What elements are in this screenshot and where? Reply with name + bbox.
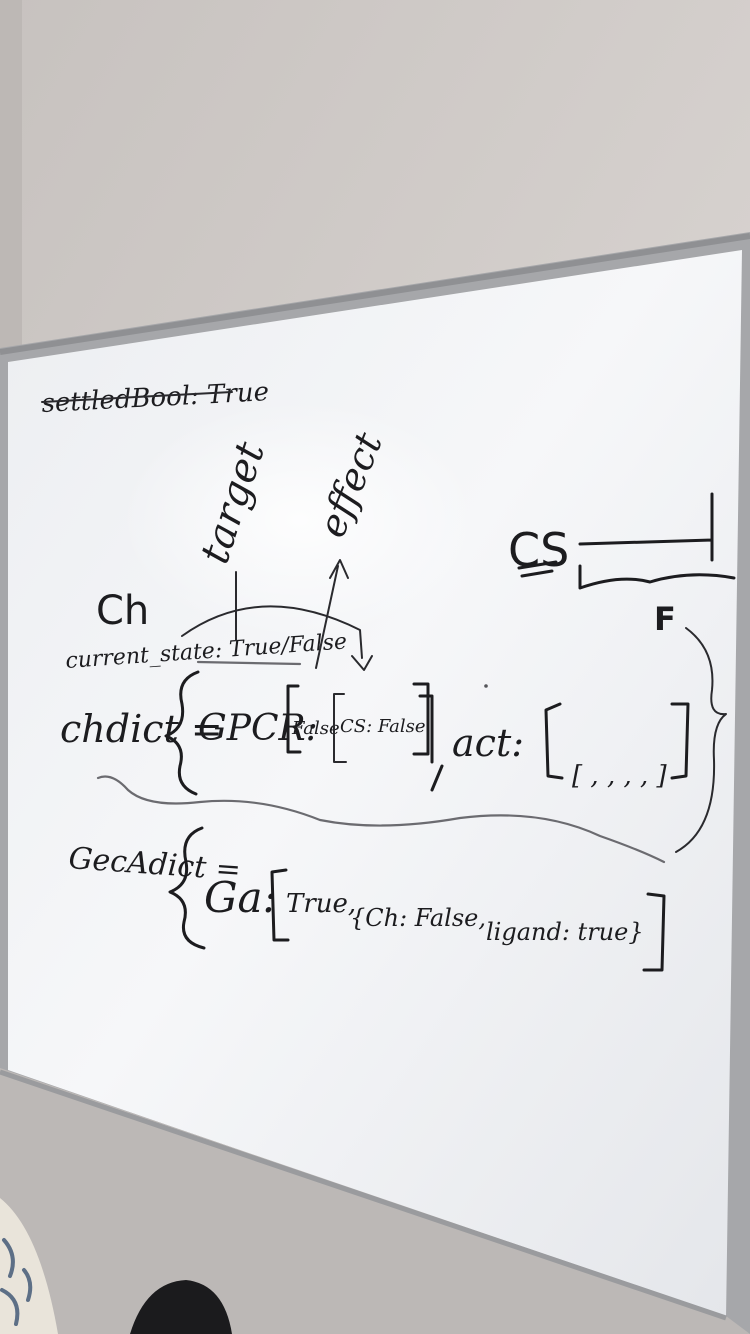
board-glare bbox=[120, 400, 480, 640]
board-top-rail bbox=[0, 233, 750, 355]
gpcr-inner-bracket bbox=[333, 693, 347, 763]
f-brace bbox=[675, 627, 727, 853]
label-f: F bbox=[654, 600, 676, 638]
separator-scribble bbox=[96, 775, 666, 864]
ga-ch: {Ch: False, bbox=[350, 904, 486, 932]
label-cs: CS bbox=[508, 523, 569, 577]
chair-back bbox=[130, 1280, 232, 1334]
act-bracket-close bbox=[670, 702, 690, 780]
ga-bracket-open bbox=[270, 868, 290, 942]
cs-diagram: CS bbox=[508, 492, 736, 590]
ga-ligand: ligand: true} bbox=[486, 918, 644, 946]
board-bottom-rail bbox=[0, 1069, 727, 1321]
chdict-name: chdict = bbox=[60, 707, 223, 751]
current-state-underline bbox=[196, 660, 302, 666]
chdict-brace bbox=[164, 670, 200, 796]
gecadict-brace bbox=[168, 826, 206, 950]
curved-arrow bbox=[181, 605, 373, 671]
ga-key: Ga: bbox=[204, 873, 277, 922]
gpcr-false: False bbox=[291, 718, 340, 739]
gpcr-key: GPCR: bbox=[198, 708, 318, 749]
shirt-pattern bbox=[0, 1238, 33, 1326]
gpcr-bracket-open bbox=[286, 684, 302, 754]
board-dot bbox=[484, 684, 488, 688]
label-ch: Ch bbox=[96, 588, 149, 634]
gpcr-comma bbox=[430, 764, 444, 792]
act-key: act: bbox=[452, 721, 524, 765]
gpcr-cs-false: CS: False bbox=[340, 716, 426, 737]
ga-bracket-close bbox=[642, 892, 666, 972]
gpcr-bracket-close bbox=[412, 682, 434, 764]
ga-true: True, bbox=[286, 889, 356, 919]
act-list: [ , , , , ] bbox=[572, 761, 668, 791]
act-bracket-open bbox=[544, 702, 564, 780]
